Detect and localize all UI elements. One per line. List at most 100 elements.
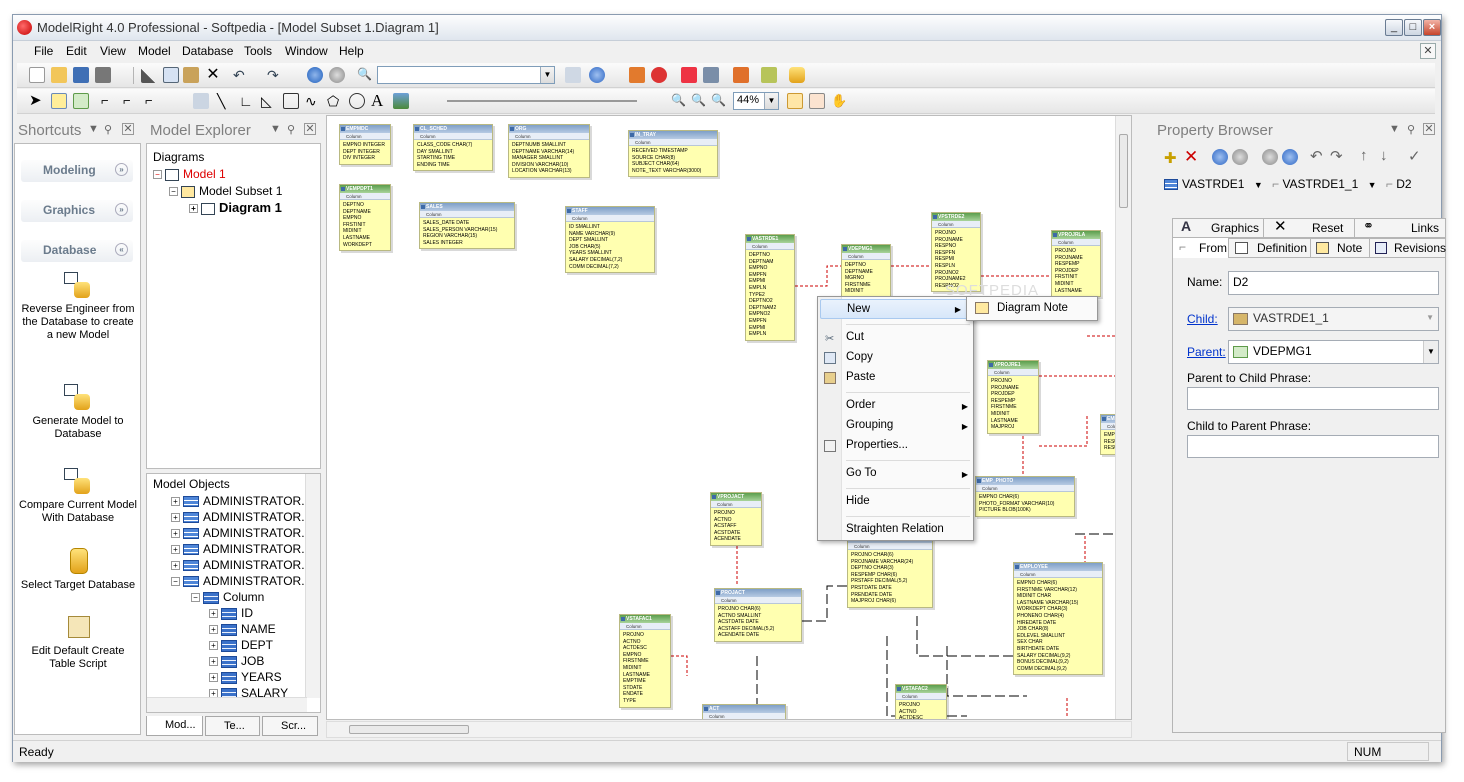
object-column[interactable]: +ID	[209, 606, 253, 620]
menu-model[interactable]: Model	[138, 44, 171, 58]
breadcrumb-item[interactable]: VASTRDE1	[1182, 177, 1245, 191]
panel-close-icon[interactable]: ✕	[1423, 123, 1435, 135]
forward-icon[interactable]	[1232, 149, 1248, 165]
menu-item-properties[interactable]: Properties...	[846, 439, 908, 451]
panel-menu-icon[interactable]: ▼	[1389, 123, 1400, 135]
view-tool-icon[interactable]	[73, 93, 89, 109]
ellipse-icon[interactable]	[349, 93, 365, 109]
zoom-out-icon[interactable]: 🔍	[711, 93, 726, 107]
zoom-combo[interactable]: 44%▼	[733, 92, 779, 110]
triangle-icon[interactable]: ◺	[261, 93, 272, 109]
back-icon[interactable]	[307, 67, 323, 83]
canvas-vscrollbar[interactable]	[1115, 116, 1131, 719]
object-column-folder[interactable]: −Column	[191, 590, 264, 604]
entity-box[interactable]: VSTAFAC2ColumnPROJNOACTNOACTDESCEMPNO	[895, 684, 947, 719]
validate-icon[interactable]	[565, 67, 581, 83]
menu-item-copy[interactable]: Copy	[846, 351, 873, 363]
search-combo[interactable]: ▼	[377, 66, 555, 84]
relationship-line[interactable]	[1039, 414, 1088, 447]
tab-templates[interactable]: Te...	[205, 716, 260, 736]
menu-item-new[interactable]: New▶	[820, 299, 970, 319]
entity-box[interactable]: PROJECTColumnPROJNO CHAR(6)PROJNAME VARC…	[847, 534, 933, 608]
line-icon[interactable]: ╲	[217, 93, 226, 109]
polygon-icon[interactable]: ⬠	[327, 93, 340, 109]
object-table[interactable]: +ADMINISTRATOR.S	[171, 558, 313, 572]
find-icon[interactable]: 🔍	[357, 67, 372, 81]
shortcut-compare-model[interactable]: Compare Current Model With Database	[19, 468, 137, 525]
group-database[interactable]: Database«	[21, 240, 133, 262]
table-tool-icon[interactable]	[51, 93, 67, 109]
shortcut-select-target-database[interactable]: Select Target Database	[19, 548, 137, 592]
child-link[interactable]: Child:	[1187, 312, 1218, 326]
relationship-line[interactable]	[802, 585, 847, 622]
pointer-icon[interactable]: ➤	[29, 92, 42, 109]
menu-file[interactable]: File	[34, 44, 54, 58]
panel-close-icon[interactable]: ✕	[304, 123, 316, 135]
copy-icon[interactable]	[163, 67, 179, 83]
canvas-hscrollbar[interactable]	[326, 721, 1132, 738]
reverse-engineer-icon[interactable]	[703, 67, 719, 83]
menu-edit[interactable]: Edit	[66, 44, 87, 58]
note-tool-icon[interactable]	[193, 93, 209, 109]
identifying-relation-icon[interactable]: ⌐	[123, 93, 131, 108]
slider-track[interactable]	[447, 100, 637, 102]
redo-icon[interactable]: ↷	[1330, 148, 1343, 165]
relationship-line[interactable]	[1087, 335, 1117, 416]
menu-item-diagram-note[interactable]: Diagram Note	[997, 302, 1068, 314]
tree-model-1[interactable]: −Model 1	[153, 167, 226, 181]
c2p-field[interactable]	[1187, 435, 1439, 458]
tab-note[interactable]: Note	[1311, 239, 1370, 257]
maximize-button[interactable]: □	[1404, 19, 1422, 36]
objects-hscrollbar[interactable]	[147, 697, 307, 712]
menu-item-straighten-relation[interactable]: Straighten Relation	[846, 523, 944, 535]
fit-selection-icon[interactable]	[809, 93, 825, 109]
rectangle-icon[interactable]	[283, 93, 299, 109]
fit-page-icon[interactable]	[787, 93, 803, 109]
pin-icon[interactable]: ⚲	[1407, 124, 1416, 136]
object-table[interactable]: +ADMINISTRATOR.I	[171, 494, 308, 508]
object-table[interactable]: +ADMINISTRATOR.(	[171, 510, 309, 524]
undo-icon[interactable]: ↶	[233, 67, 245, 83]
tab-definition[interactable]: Definition	[1229, 239, 1311, 257]
name-field[interactable]: D2	[1228, 271, 1439, 295]
shortcut-generate-model[interactable]: Generate Model to Database	[19, 384, 137, 441]
database-icon[interactable]	[789, 67, 805, 83]
parent-link[interactable]: Parent:	[1187, 345, 1226, 359]
object-column[interactable]: +DEPT	[209, 638, 273, 652]
tab-model[interactable]: Mod...	[146, 716, 203, 736]
object-table[interactable]: +ADMINISTRATOR.I	[171, 526, 308, 540]
sync-icon[interactable]	[761, 67, 777, 83]
image-icon[interactable]	[393, 93, 409, 109]
tab-scripts[interactable]: Scr...	[262, 716, 318, 736]
p2c-field[interactable]	[1187, 387, 1439, 410]
paste-icon[interactable]	[183, 67, 199, 83]
tab-links[interactable]: ⚭Links	[1363, 218, 1440, 235]
tab-from[interactable]: ⌐From	[1173, 238, 1229, 258]
forward-engineer-icon[interactable]	[681, 67, 697, 83]
relationship-line[interactable]	[671, 655, 688, 676]
zoom-in-icon[interactable]: 🔍	[691, 93, 706, 107]
new-icon[interactable]	[29, 67, 45, 83]
object-table[interactable]: −ADMINISTRATOR.S	[171, 574, 313, 588]
minimize-button[interactable]: _	[1385, 19, 1403, 36]
hand-icon[interactable]: ✋	[831, 93, 848, 108]
objects-vscrollbar[interactable]	[305, 474, 320, 698]
print-icon[interactable]	[95, 67, 111, 83]
nonidentifying-relation-icon[interactable]: ⌐	[145, 93, 153, 108]
delete-icon[interactable]: ✕	[206, 66, 220, 83]
open-icon[interactable]	[51, 67, 67, 83]
